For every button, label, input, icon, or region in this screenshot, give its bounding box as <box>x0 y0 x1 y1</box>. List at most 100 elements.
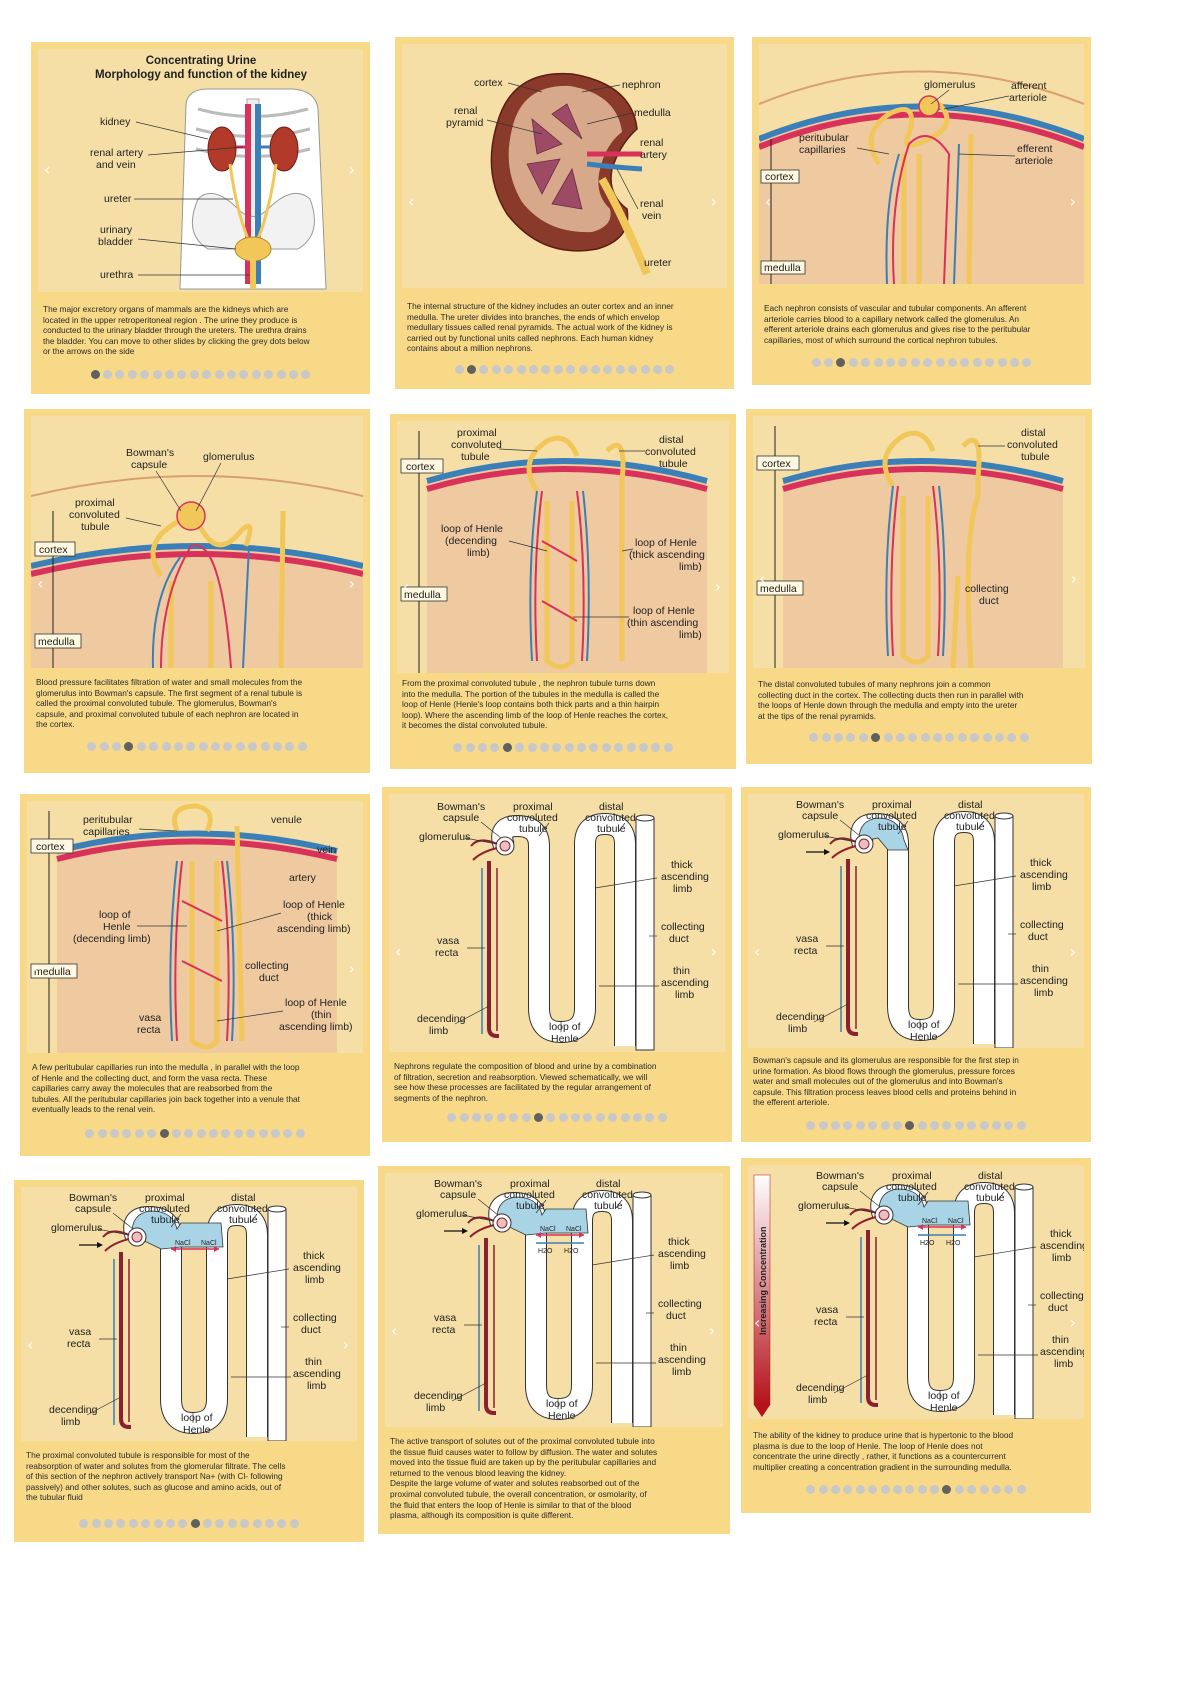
pagination-dot[interactable] <box>972 358 982 367</box>
pagination-dot[interactable] <box>211 742 221 751</box>
pagination-dot[interactable] <box>640 365 650 374</box>
pagination-dot[interactable] <box>933 733 943 742</box>
pagination-dot[interactable] <box>967 1485 977 1494</box>
pagination-dot[interactable] <box>509 1113 519 1122</box>
pagination-dot[interactable] <box>115 370 125 379</box>
pagination-dot[interactable] <box>855 1485 865 1494</box>
pagination-dot[interactable] <box>136 742 146 751</box>
pagination-dot[interactable] <box>930 1121 940 1130</box>
pagination-dot[interactable] <box>85 1129 95 1138</box>
prev-arrow[interactable]: ‹ <box>44 160 51 179</box>
pagination-dot[interactable] <box>982 733 992 742</box>
pagination-dot[interactable] <box>995 733 1005 742</box>
pagination-dot[interactable] <box>203 1519 213 1528</box>
pagination-dot[interactable] <box>979 1485 989 1494</box>
pagination-dot[interactable] <box>836 358 846 367</box>
next-arrow[interactable]: › <box>1069 1313 1076 1332</box>
pagination-dot[interactable] <box>252 1519 262 1528</box>
pagination-dot[interactable] <box>818 1121 828 1130</box>
pagination-dot[interactable] <box>141 1519 151 1528</box>
pagination-dot[interactable] <box>515 743 525 752</box>
pagination-dot[interactable] <box>663 743 673 752</box>
pagination-dot[interactable] <box>957 733 967 742</box>
pagination-dot[interactable] <box>99 742 109 751</box>
pagination-dot[interactable] <box>935 358 945 367</box>
pagination-dot[interactable] <box>529 365 539 374</box>
pagination-dot[interactable] <box>628 365 638 374</box>
pagination-dot[interactable] <box>578 365 588 374</box>
pagination-dot[interactable] <box>868 1485 878 1494</box>
pagination-dot[interactable] <box>109 1129 119 1138</box>
pagination-dot[interactable] <box>615 365 625 374</box>
pagination-dot[interactable] <box>1004 1121 1014 1130</box>
next-arrow[interactable]: › <box>348 959 355 978</box>
pagination-dot[interactable] <box>910 358 920 367</box>
pagination-dot[interactable] <box>265 1519 275 1528</box>
pagination-dot[interactable] <box>614 743 624 752</box>
pagination-dot[interactable] <box>171 1129 181 1138</box>
pagination-dot[interactable] <box>246 1129 256 1138</box>
pagination-dot[interactable] <box>134 1129 144 1138</box>
pagination-dot[interactable] <box>453 743 463 752</box>
pagination-dot[interactable] <box>202 370 212 379</box>
pagination-dot[interactable] <box>111 742 121 751</box>
prev-arrow[interactable]: ‹ <box>27 1335 34 1354</box>
pagination-dot[interactable] <box>985 358 995 367</box>
pagination-dot[interactable] <box>116 1519 126 1528</box>
pagination-dot[interactable] <box>295 1129 305 1138</box>
pagination-dot[interactable] <box>258 1129 268 1138</box>
pagination-dot[interactable] <box>153 1519 163 1528</box>
pagination-dot[interactable] <box>128 1519 138 1528</box>
pagination-dot[interactable] <box>491 365 501 374</box>
pagination-dot[interactable] <box>871 733 881 742</box>
pagination-dot[interactable] <box>127 370 137 379</box>
next-arrow[interactable]: › <box>714 577 721 596</box>
pagination-dot[interactable] <box>226 370 236 379</box>
pagination-dot[interactable] <box>276 370 286 379</box>
next-arrow[interactable]: › <box>348 160 355 179</box>
pagination-dot[interactable] <box>843 1485 853 1494</box>
pagination-dot[interactable] <box>235 742 245 751</box>
pagination-dot[interactable] <box>521 1113 531 1122</box>
pagination-dot[interactable] <box>880 1121 890 1130</box>
pagination-dot[interactable] <box>895 733 905 742</box>
pagination-dot[interactable] <box>608 1113 618 1122</box>
pagination-dot[interactable] <box>502 743 512 752</box>
pagination-dot[interactable] <box>140 370 150 379</box>
pagination-dot[interactable] <box>947 358 957 367</box>
pagination-dot[interactable] <box>917 1485 927 1494</box>
pagination-dot[interactable] <box>454 365 464 374</box>
pagination-dot[interactable] <box>91 1519 101 1528</box>
pagination-dot[interactable] <box>923 358 933 367</box>
pagination-dot[interactable] <box>830 1485 840 1494</box>
pagination-dot[interactable] <box>467 365 477 374</box>
pagination-dot[interactable] <box>477 743 487 752</box>
pagination-dot[interactable] <box>301 370 311 379</box>
pagination-dot[interactable] <box>886 358 896 367</box>
pagination-dot[interactable] <box>645 1113 655 1122</box>
pagination-dot[interactable] <box>821 733 831 742</box>
pagination-dot[interactable] <box>954 1485 964 1494</box>
pagination-dot[interactable] <box>533 1113 543 1122</box>
pagination-dot[interactable] <box>539 743 549 752</box>
pagination-dot[interactable] <box>465 743 475 752</box>
prev-arrow[interactable]: ‹ <box>403 577 410 596</box>
pagination-dot[interactable] <box>1007 733 1017 742</box>
pagination-dot[interactable] <box>954 1121 964 1130</box>
pagination-dot[interactable] <box>260 742 270 751</box>
pagination-dot[interactable] <box>806 1121 816 1130</box>
next-arrow[interactable]: › <box>708 1321 715 1340</box>
pagination-dot[interactable] <box>221 1129 231 1138</box>
pagination-dot[interactable] <box>173 742 183 751</box>
prev-arrow[interactable]: ‹ <box>759 569 766 588</box>
pagination-dot[interactable] <box>590 365 600 374</box>
pagination-dot[interactable] <box>603 365 613 374</box>
pagination-dot[interactable] <box>960 358 970 367</box>
pagination-dot[interactable] <box>905 1121 915 1130</box>
pagination-dot[interactable] <box>546 1113 556 1122</box>
pagination-dot[interactable] <box>997 358 1007 367</box>
pagination-dot[interactable] <box>992 1485 1002 1494</box>
pagination-dot[interactable] <box>1022 358 1032 367</box>
pagination-dot[interactable] <box>189 370 199 379</box>
pagination-dot[interactable] <box>184 1129 194 1138</box>
